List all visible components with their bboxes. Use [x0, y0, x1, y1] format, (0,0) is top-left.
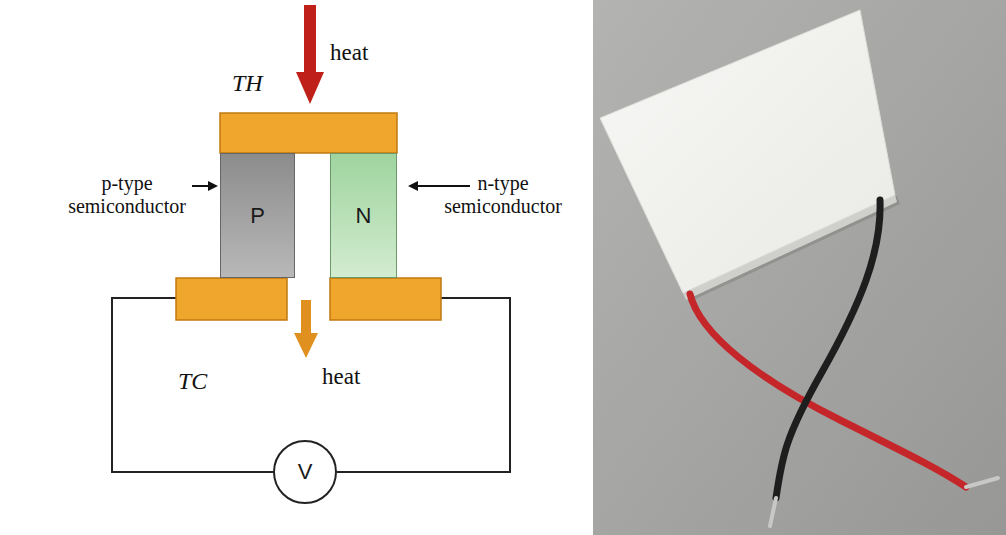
node-label: N: [356, 203, 372, 229]
cold-plate: [176, 278, 287, 320]
pointer-arrow: [192, 185, 216, 187]
heat-label: heat: [330, 40, 368, 66]
node-label: V: [298, 459, 313, 485]
cold-plate: [330, 278, 441, 320]
temperature-label: TC: [178, 368, 207, 396]
pointer-arrow: [410, 185, 470, 187]
n-leg: N: [330, 153, 397, 278]
semiconductor-label: n-type semiconductor: [424, 172, 582, 218]
p-leg: P: [220, 153, 295, 278]
peltier-module-photo: [593, 0, 1006, 535]
node-label: P: [250, 203, 265, 229]
semiconductor-label: p-type semiconductor: [66, 172, 188, 218]
heat-arrow-in: [296, 5, 324, 104]
heat-label: heat: [322, 364, 360, 390]
temperature-label: TH: [232, 70, 263, 98]
voltmeter: V: [273, 440, 337, 504]
hot-plate: [220, 113, 397, 153]
heat-arrow-out: [294, 300, 318, 358]
